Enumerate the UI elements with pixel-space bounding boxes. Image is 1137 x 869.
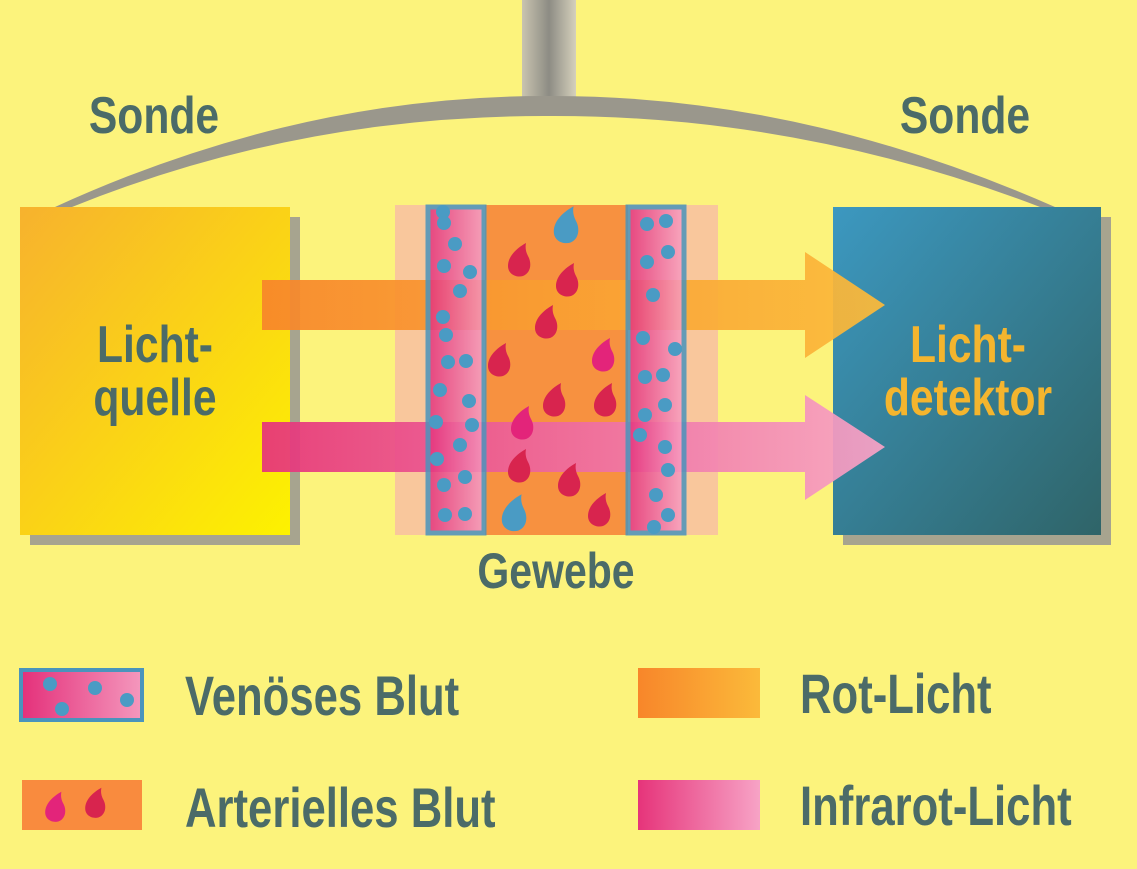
legend-arterial-swatch (22, 780, 142, 830)
light-source-label-line2: quelle (93, 369, 216, 427)
venous-blood-cell (437, 478, 451, 492)
venous-blood-cell (640, 217, 654, 231)
venous-blood-cell (649, 488, 663, 502)
venous-blood-cell (439, 328, 453, 342)
legend-red-light-label: Rot-Licht (800, 663, 992, 725)
venous-blood-cell (436, 205, 450, 219)
detector-label-line1: Licht- (910, 316, 1026, 374)
probe-label-right: Sonde (900, 87, 1030, 145)
light-source-label-line1: Licht- (97, 316, 213, 374)
venous-blood-cell (437, 259, 451, 273)
venous-blood-cell (458, 470, 472, 484)
venous-blood-cell (436, 310, 450, 324)
venous-blood-cell (658, 440, 672, 454)
venous-blood-cell (659, 214, 673, 228)
venous-blood-cell (658, 398, 672, 412)
venous-blood-cell (668, 342, 682, 356)
venous-blood-cell (640, 255, 654, 269)
venous-blood-cell (433, 383, 447, 397)
venous-blood-cell (429, 415, 443, 429)
venous-blood-cell (633, 428, 647, 442)
venous-blood-cell (459, 354, 473, 368)
legend-infrared-light-swatch (638, 780, 760, 830)
venous-blood-cell (647, 520, 661, 534)
venous-blood-cell (448, 237, 462, 251)
venous-blood-cell (465, 418, 479, 432)
venous-blood-cell (646, 288, 660, 302)
venous-blood-cell (661, 508, 675, 522)
probe-label-left: Sonde (89, 87, 219, 145)
legend-infrared-light-label: Infrarot-Licht (800, 775, 1072, 837)
legend-red-light-swatch (638, 668, 760, 718)
red-light-arrow (262, 252, 885, 358)
venous-blood-cell (453, 438, 467, 452)
light-source: Licht- quelle (20, 207, 300, 545)
venous-blood-cell (453, 284, 467, 298)
legend: Venöses Blut Arterielles Blut Rot-Licht … (19, 663, 1072, 839)
venous-blood-cell (638, 408, 652, 422)
venous-blood-cell (438, 508, 452, 522)
venous-blood-cell (463, 265, 477, 279)
tissue-label: Gewebe (477, 543, 634, 599)
probe-cable (55, 0, 1055, 207)
venous-vessels (425, 204, 687, 536)
light-detector (833, 207, 1111, 545)
legend-arterial-label: Arterielles Blut (185, 777, 496, 839)
venous-blood-cell (458, 507, 472, 521)
infrared-light-arrow (262, 395, 885, 500)
venous-blood-cell (430, 452, 444, 466)
venous-blood-cell (661, 463, 675, 477)
detector-label-line2: detektor (884, 369, 1052, 427)
venous-blood-cell (636, 331, 650, 345)
venous-blood-cell (638, 370, 652, 384)
venous-blood-cell (441, 355, 455, 369)
venous-blood-cell (462, 394, 476, 408)
venous-blood-cell (661, 245, 675, 259)
legend-venous-label: Venöses Blut (185, 665, 459, 727)
venous-blood-cell (437, 216, 451, 230)
venous-blood-cell (656, 368, 670, 382)
legend-venous-swatch (19, 668, 144, 722)
